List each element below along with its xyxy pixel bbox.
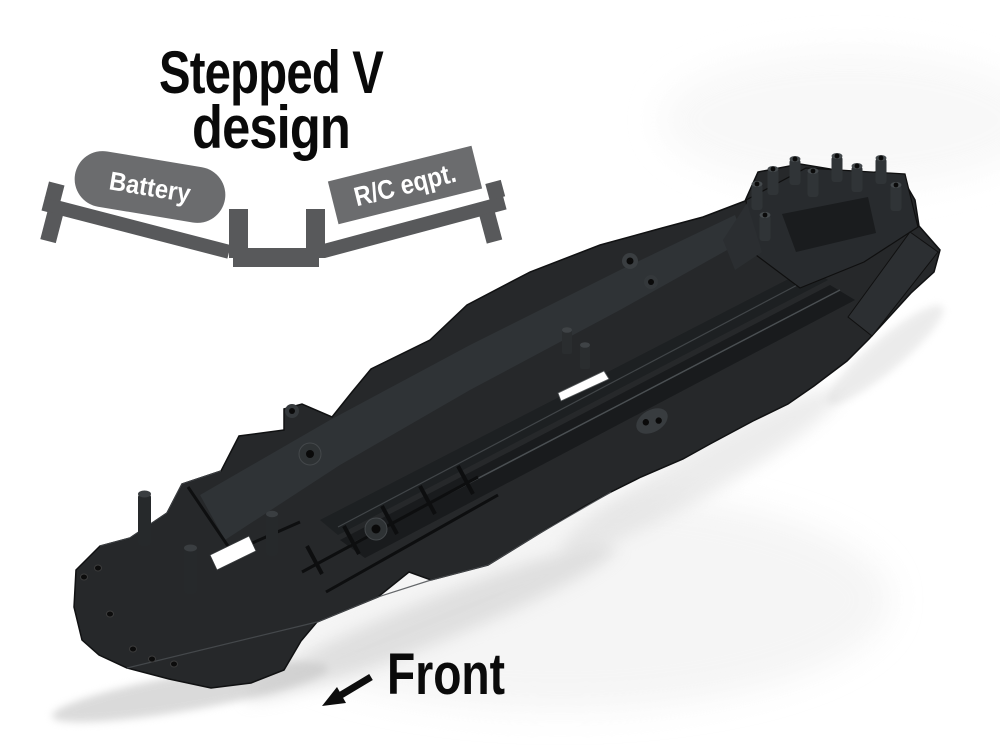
boss-hole <box>306 450 314 458</box>
post-top <box>138 490 151 498</box>
rc-eqpt-shape <box>327 145 483 225</box>
cutout-center-slot <box>557 370 610 402</box>
chassis-cross-section-shape <box>40 179 507 267</box>
post-hole <box>754 181 760 187</box>
tray-rung <box>418 485 437 515</box>
post-top <box>184 544 197 552</box>
post <box>890 185 902 211</box>
battery-shape <box>74 151 226 223</box>
boss-hole <box>655 417 662 424</box>
cutout-front <box>209 535 257 571</box>
front-arrow-head <box>322 687 346 706</box>
rear-left-arm <box>723 203 762 270</box>
title-line-1: Stepped V <box>159 39 384 106</box>
post <box>751 184 763 210</box>
stepped-v-diagram: Battery R/C eqpt. <box>40 145 507 267</box>
lower-edge-highlight <box>126 491 612 669</box>
post <box>831 156 843 182</box>
battery-block: Battery <box>74 151 226 223</box>
shadow-topright <box>660 50 1000 190</box>
boss-hole <box>626 257 634 265</box>
post-hole <box>810 168 816 174</box>
boss-hole <box>642 419 650 426</box>
chassis-recess-band-1 <box>320 268 828 535</box>
front-arrow-shaft <box>339 673 373 699</box>
post <box>767 169 779 195</box>
post-hole <box>792 156 798 162</box>
shadow-rear <box>560 389 840 555</box>
left-arm-plate <box>41 197 231 259</box>
bumper-hole <box>106 610 114 618</box>
post <box>875 158 887 184</box>
post <box>580 345 590 369</box>
cross-section-left-arm <box>40 181 231 259</box>
oval-boss <box>636 408 668 434</box>
post-hole <box>854 163 860 169</box>
boss-hole <box>289 408 295 414</box>
rear-recess <box>782 197 876 252</box>
tray-rung <box>305 545 324 575</box>
tray-rung <box>456 465 475 495</box>
front-annotation: Front <box>322 642 505 707</box>
post <box>562 330 572 354</box>
post-hole <box>762 212 768 218</box>
post-hole <box>878 155 884 161</box>
bumper-hole <box>170 660 178 668</box>
post-hole <box>834 153 840 159</box>
cross-section-right-arm <box>321 179 507 258</box>
upper-edge-highlight <box>99 470 222 547</box>
right-end-flange <box>485 179 506 201</box>
front-posts <box>138 327 590 594</box>
post-top <box>580 342 590 348</box>
left-end-flange <box>44 181 65 202</box>
right-arm-plate <box>321 195 507 258</box>
title-line-2: design <box>192 94 350 161</box>
post <box>266 514 278 556</box>
post <box>807 171 819 197</box>
post <box>759 215 771 241</box>
rear-posts <box>751 153 902 241</box>
post <box>138 494 151 546</box>
bumper-hole <box>148 655 156 663</box>
boss-hole <box>371 524 381 534</box>
rear-bulkhead <box>723 153 939 337</box>
boss-hole <box>648 279 654 285</box>
tray-rail-inner <box>325 493 499 594</box>
rear-side-arm <box>847 231 939 337</box>
tray-rung <box>342 525 361 555</box>
shadow-rear-arm <box>826 305 944 405</box>
post-top <box>562 327 572 333</box>
rib-highlight-2 <box>337 271 823 528</box>
step-channel-floor <box>229 248 325 258</box>
left-leg <box>40 211 64 244</box>
right-leg <box>479 211 503 244</box>
screw-bosses <box>80 253 668 668</box>
chassis-top-sheen <box>200 215 745 540</box>
post-hole <box>770 166 776 172</box>
tray-ladder <box>301 465 499 594</box>
shadow-mid <box>244 544 616 700</box>
post-hole <box>893 182 899 188</box>
step-foot <box>233 258 319 267</box>
tray-rung <box>380 505 399 535</box>
oval-boss-body <box>636 408 668 434</box>
post <box>851 166 863 192</box>
post-top <box>266 510 278 518</box>
post <box>789 159 801 185</box>
front-label: Front <box>387 642 505 707</box>
post <box>184 548 197 594</box>
title: Stepped V design <box>159 39 385 161</box>
chassis-photo <box>73 153 941 689</box>
bumper-hole <box>80 573 88 581</box>
step-right-post <box>306 209 325 258</box>
center-step <box>229 209 325 267</box>
bumper-hole <box>94 564 102 572</box>
bumper-hole <box>129 645 137 653</box>
front-arrow-icon <box>322 673 373 706</box>
step-left-post <box>229 209 248 258</box>
